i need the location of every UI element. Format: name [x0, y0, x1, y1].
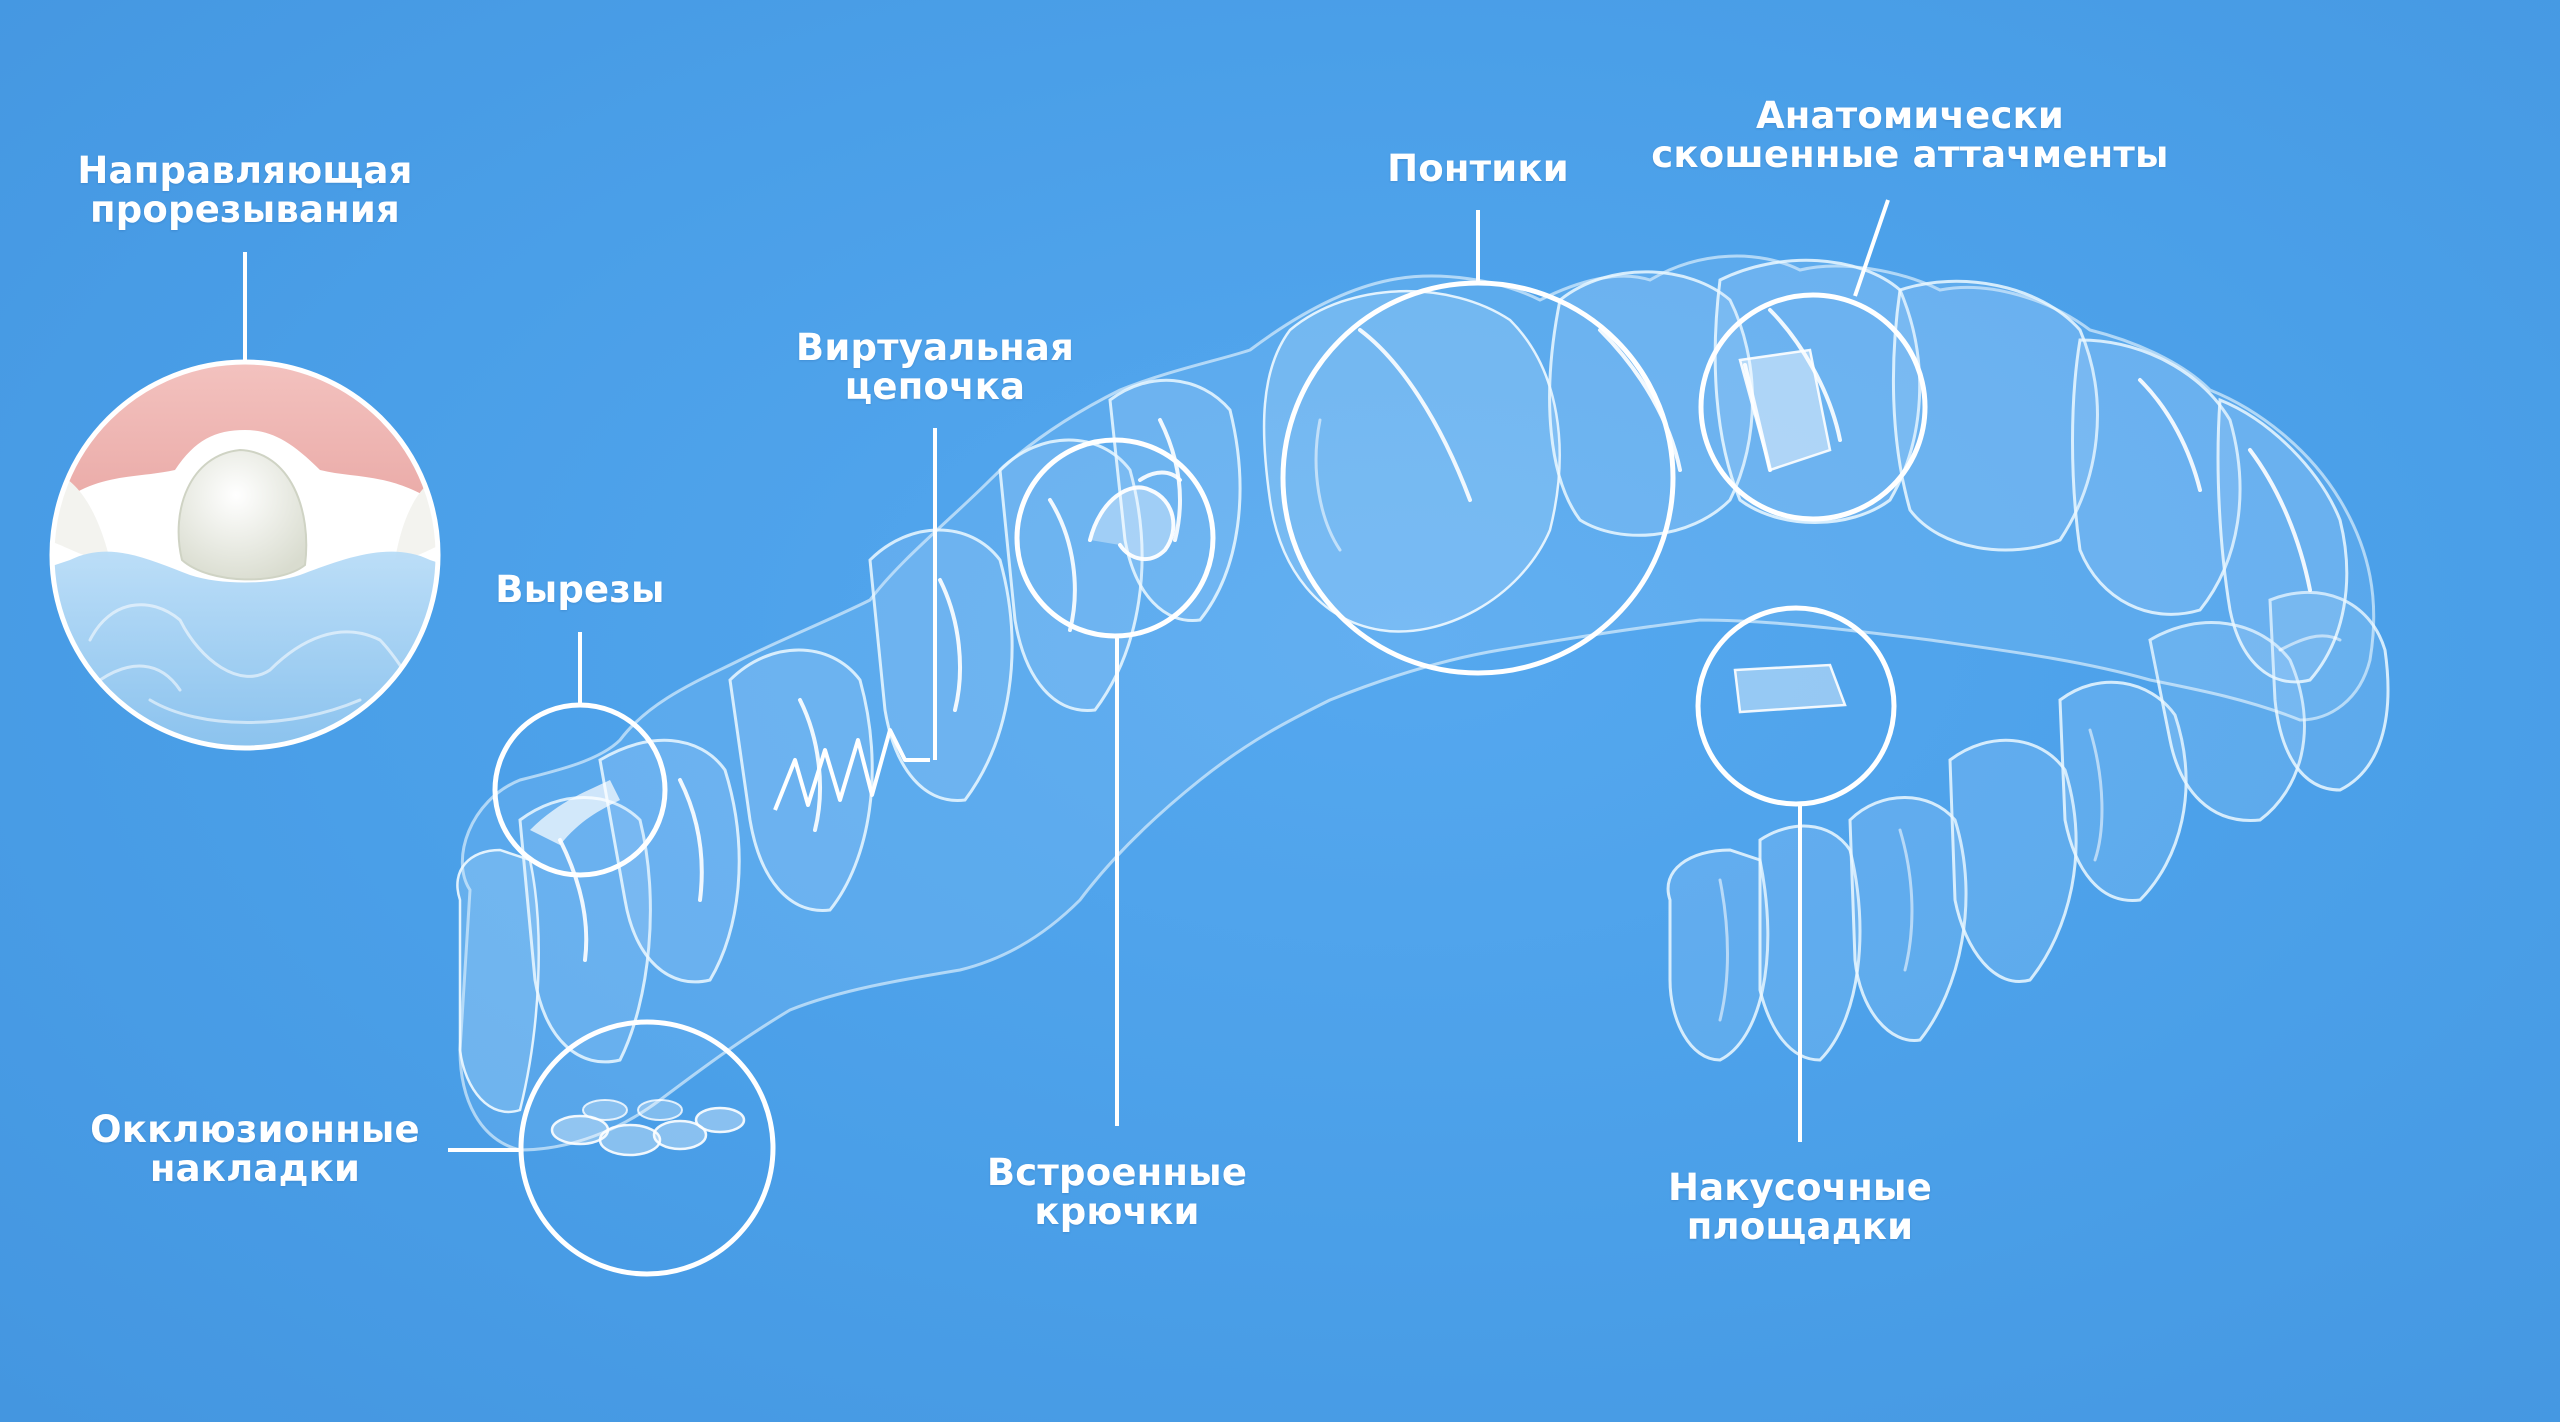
tooth-shape	[1848, 796, 1968, 1042]
cutouts-label-line1: Вырезы	[495, 568, 665, 611]
pontics-label: Понтики	[1338, 149, 1618, 188]
hook-shape	[1088, 485, 1176, 561]
tooth-shape	[1758, 824, 1862, 1062]
tooth-shape	[1666, 848, 1770, 1062]
occlusal-pads-label-line2: накладки	[149, 1147, 361, 1190]
eruption-guide-label: Направляющая прорезывания	[50, 151, 440, 229]
occlusal-pads-shape	[550, 1099, 746, 1157]
built-in-hooks-label: Встроенные крючки	[947, 1153, 1287, 1231]
attachments-ring	[1698, 292, 1928, 522]
tooth-shape	[598, 738, 741, 984]
attachments-label: Анатомически скошенные аттачменты	[1610, 96, 2210, 174]
neighbor-tooth-right	[395, 470, 438, 560]
cutouts-label: Вырезы	[460, 570, 700, 609]
attachments-leader	[1853, 199, 1890, 297]
tooth-shape	[2071, 338, 2242, 616]
tooth-shape	[868, 528, 1014, 802]
occlusal-pads-label: Окклюзионные накладки	[70, 1110, 440, 1188]
bite-ramps-label: Накусочные площадки	[1630, 1168, 1970, 1246]
eruption-guide-label-line1: Направляющая	[77, 149, 413, 192]
tooth-shape	[1891, 279, 2099, 552]
bite-ramps-ring	[1695, 605, 1897, 807]
eruption-guide-label-line2: прорезывания	[89, 188, 401, 231]
virtual-chain-label-line2: цепочка	[844, 365, 1026, 408]
eruption-guide-inset	[49, 359, 441, 751]
bite-ramp-shape	[1733, 663, 1847, 714]
pontics-label-line1: Понтики	[1387, 147, 1569, 190]
tooth-shape	[2216, 397, 2349, 684]
bite-ramps-label-line1: Накусочные	[1667, 1166, 1933, 1209]
virtual-chain-zigzag	[773, 728, 930, 811]
virtual-chain-label: Виртуальная цепочка	[765, 328, 1105, 406]
occlusal-pads-label-line1: Окклюзионные	[90, 1108, 420, 1151]
virtual-chain-label-line1: Виртуальная	[795, 326, 1075, 369]
erupting-tooth-shape	[177, 448, 308, 581]
built-in-hooks-label-line1: Встроенные	[986, 1151, 1248, 1194]
pontic-tooth-shape	[1262, 290, 1561, 633]
cutout-notch-shape	[530, 780, 620, 845]
bite-ramps-label-line2: площадки	[1686, 1205, 1914, 1248]
attachments-label-line2: скошенные аттачменты	[1651, 133, 2169, 176]
tooth-shape	[1548, 270, 1754, 537]
built-in-hooks-label-line2: крючки	[1034, 1190, 1200, 1233]
attachments-label-line1: Анатомически	[1755, 94, 2065, 137]
tooth-shape	[1948, 738, 2078, 983]
aligner-body	[456, 254, 2390, 1157]
